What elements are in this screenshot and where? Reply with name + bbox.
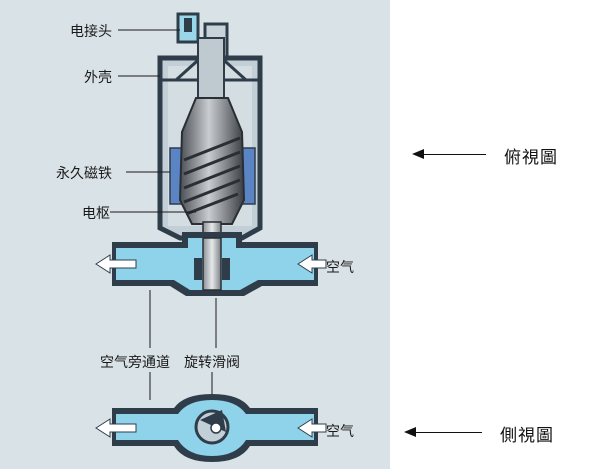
valve-figure: 电接头 外壳 永久磁铁 电枢 空气 空气旁通道 旋转滑阀 空气 <box>0 0 390 469</box>
top-view-arrow-line <box>418 154 486 155</box>
side-view-label: 側視圖 <box>500 426 554 446</box>
valve-diagram-svg <box>95 12 327 462</box>
air-top-label: 空气 <box>326 260 354 276</box>
pointer-lines <box>110 29 217 400</box>
lower-flow-arrows <box>95 418 327 438</box>
magnet-label: 永久磁铁 <box>56 166 112 182</box>
rotary-valve-label: 旋转滑阀 <box>184 355 240 371</box>
housing-label: 外壳 <box>84 70 112 86</box>
side-view-arrow-line <box>410 432 482 433</box>
top-view-label: 俯視圖 <box>504 148 558 168</box>
lower-air-channel <box>112 394 318 462</box>
connector-label: 电接头 <box>70 24 112 40</box>
air-bottom-label: 空气 <box>326 424 354 440</box>
bypass-label: 空气旁通道 <box>100 355 170 371</box>
armature-label: 电枢 <box>82 206 110 222</box>
upper-air-channel <box>112 232 318 296</box>
upper-flow-arrows <box>95 254 327 274</box>
